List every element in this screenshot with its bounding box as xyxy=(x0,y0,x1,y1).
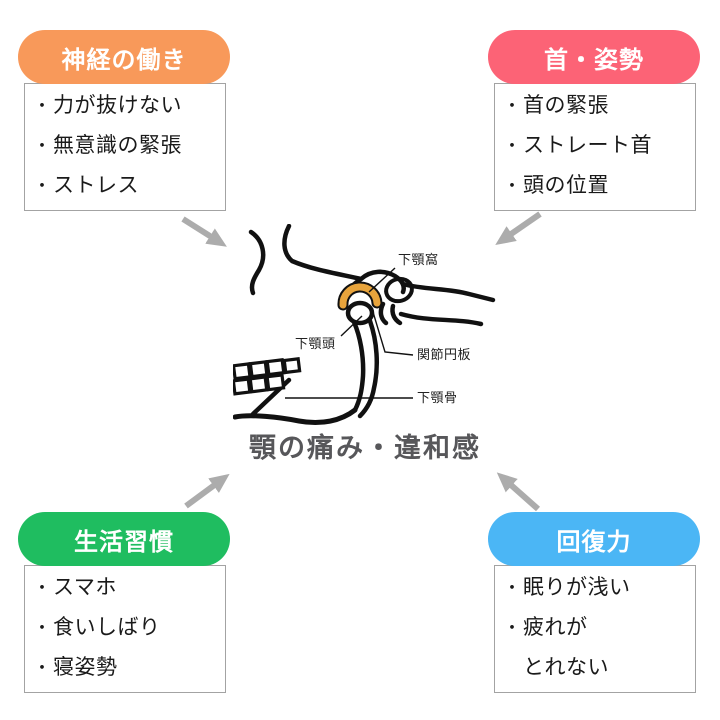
list-item-text: 首の緊張 xyxy=(523,94,609,117)
bullet-icon: ・ xyxy=(33,578,51,598)
molar-teeth xyxy=(233,357,302,396)
list-item-text: ストレート首 xyxy=(523,134,652,157)
category-pill-lifestyle: 生活習慣 xyxy=(18,512,230,566)
condyle-leader-line xyxy=(340,315,363,337)
arrow-from-lifestyle xyxy=(184,473,230,509)
bullet-icon: ・ xyxy=(503,136,521,156)
list-item: ・首の緊張 xyxy=(503,86,689,126)
articular-disc-outline xyxy=(337,281,383,311)
mastoid-line-2 xyxy=(390,303,403,326)
list-item-text: 眠りが浅い xyxy=(523,576,631,599)
cause-list-nerve: ・力が抜けない・無意識の緊張・ストレス xyxy=(24,83,226,211)
cause-list-recovery: ・眠りが浅い・疲れが とれない xyxy=(494,565,696,693)
jaw-anterior-edge xyxy=(250,377,292,417)
list-item: ・食いしばり xyxy=(33,608,219,648)
list-item-text: 頭の位置 xyxy=(523,174,609,197)
disc-leader-line xyxy=(372,311,414,356)
arrow-from-nerve xyxy=(181,216,227,247)
bullet-icon: ・ xyxy=(33,176,51,196)
condyle-head xyxy=(345,300,375,326)
category-pill-recovery: 回復力 xyxy=(488,512,700,566)
bullet-icon: ・ xyxy=(33,136,51,156)
bullet-icon: ・ xyxy=(33,618,51,638)
cause-box-recovery: 回復力・眠りが浅い・疲れが とれない xyxy=(488,512,700,693)
list-item: ・スマホ xyxy=(33,568,219,608)
skull-base-lower xyxy=(398,311,484,327)
list-item: ・ストレス xyxy=(33,166,219,206)
list-item-text: 食いしばり xyxy=(53,616,161,639)
list-item-text: 力が抜けない xyxy=(53,94,182,117)
mastoid-line-1 xyxy=(378,301,389,326)
ramus-anterior xyxy=(351,319,366,413)
list-item: ・眠りが浅い xyxy=(503,568,689,608)
cause-box-neck: 首・姿勢・首の緊張・ストレート首・頭の位置 xyxy=(488,30,700,211)
category-pill-nerve: 神経の働き xyxy=(18,30,230,84)
bullet-icon: ・ xyxy=(503,176,521,196)
cause-list-lifestyle: ・スマホ・食いしばり・寝姿勢 xyxy=(24,565,226,693)
bullet-icon: ・ xyxy=(503,578,521,598)
temple-outline xyxy=(248,229,266,296)
fossa-leader-line xyxy=(368,267,396,293)
articular-disc xyxy=(339,283,381,309)
arrow-from-recovery xyxy=(496,472,540,512)
list-item-text: 寝姿勢 xyxy=(53,656,118,679)
list-item: ・頭の位置 xyxy=(503,166,689,206)
arrow-from-neck xyxy=(495,211,542,245)
skull-base-upper xyxy=(400,281,496,303)
list-item-text: 疲れが とれない xyxy=(523,616,609,679)
disc-label: 関節円板 xyxy=(417,347,471,362)
cranium-outline xyxy=(282,224,364,282)
cause-list-neck: ・首の緊張・ストレート首・頭の位置 xyxy=(494,83,696,211)
list-item: ・寝姿勢 xyxy=(33,648,219,688)
category-pill-neck: 首・姿勢 xyxy=(488,30,700,84)
cause-box-nerve: 神経の働き・力が抜けない・無意識の緊張・ストレス xyxy=(18,30,230,211)
jaw-bottom-outline xyxy=(233,407,358,426)
list-item: ・ストレート首 xyxy=(503,126,689,166)
list-item-text: 無意識の緊張 xyxy=(53,134,182,157)
glenoid-arch xyxy=(358,269,406,295)
condyle-label: 下顎頭 xyxy=(295,336,336,351)
cause-box-lifestyle: 生活習慣・スマホ・食いしばり・寝姿勢 xyxy=(18,512,230,693)
bullet-icon: ・ xyxy=(33,96,51,116)
ramus-posterior xyxy=(357,318,379,419)
mandible-label: 下顎骨 xyxy=(417,390,458,405)
bullet-icon: ・ xyxy=(503,618,521,638)
list-item: ・力が抜けない xyxy=(33,86,219,126)
bullet-icon: ・ xyxy=(503,96,521,116)
fossa-label: 下顎窩 xyxy=(398,252,439,267)
ear-canal xyxy=(384,276,414,304)
list-item: ・無意識の緊張 xyxy=(33,126,219,166)
list-item-text: スマホ xyxy=(53,576,117,599)
articular-eminence xyxy=(342,276,364,302)
list-item: ・疲れが とれない xyxy=(503,608,689,688)
center-caption: 顎の痛み・違和感 xyxy=(249,433,481,463)
list-item-text: ストレス xyxy=(53,174,139,197)
bullet-icon: ・ xyxy=(33,658,51,678)
tmj-anatomy-illustration: 下顎窩 下顎頭 関節円板 下顎骨 xyxy=(233,224,496,426)
